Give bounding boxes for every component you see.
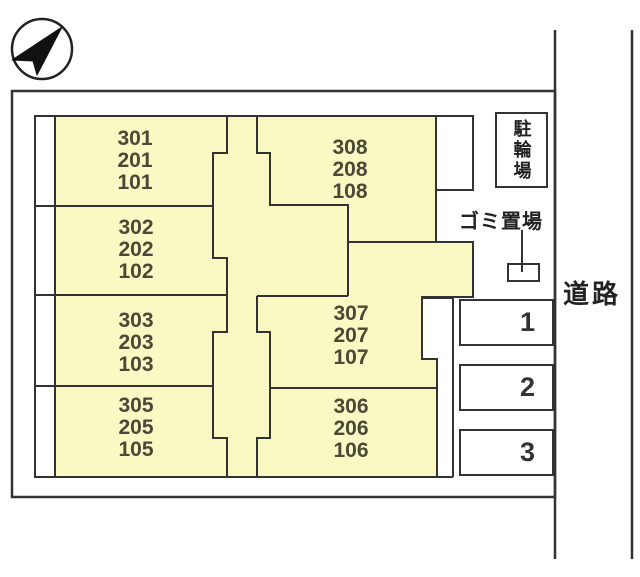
north-arrow-icon (10, 17, 74, 81)
balcony-strip (34, 115, 56, 478)
room-label-306-206-106: 306 206 106 (333, 395, 369, 462)
parking-stall-2-number: 2 (519, 372, 535, 402)
building-outline (34, 115, 474, 478)
corridor-right-wall-upper (256, 116, 349, 296)
parking-lane-edge (422, 297, 454, 477)
room-label-305-205-105: 305 205 105 (118, 394, 154, 461)
bike-parking-label: 駐輪場 (511, 119, 532, 182)
parking-stall-3 (459, 429, 554, 476)
bike-parking-box (495, 112, 548, 188)
parking-stall-1 (459, 299, 554, 346)
corridor-right-wall-lower (256, 296, 271, 477)
interior-walls (35, 116, 454, 478)
parking-stall-3-number: 3 (519, 437, 535, 467)
room-label-308-208-108: 308 208 108 (332, 136, 368, 203)
corridor-left-wall (212, 116, 228, 477)
garbage-area-label: ゴミ置場 (459, 211, 543, 233)
road-label: 道路 (563, 279, 622, 309)
room-label-301-201-101: 301 201 101 (117, 127, 153, 194)
garbage-box (507, 263, 540, 282)
stairwell-box (435, 115, 474, 191)
room-label-302-202-102: 302 202 102 (118, 216, 154, 283)
parking-stall-2 (459, 364, 554, 411)
room-label-303-203-103: 303 203 103 (118, 309, 154, 376)
parking-stalls (459, 299, 554, 476)
parking-stall-1-number: 1 (519, 307, 535, 337)
room-label-307-207-107: 307 207 107 (333, 302, 369, 369)
